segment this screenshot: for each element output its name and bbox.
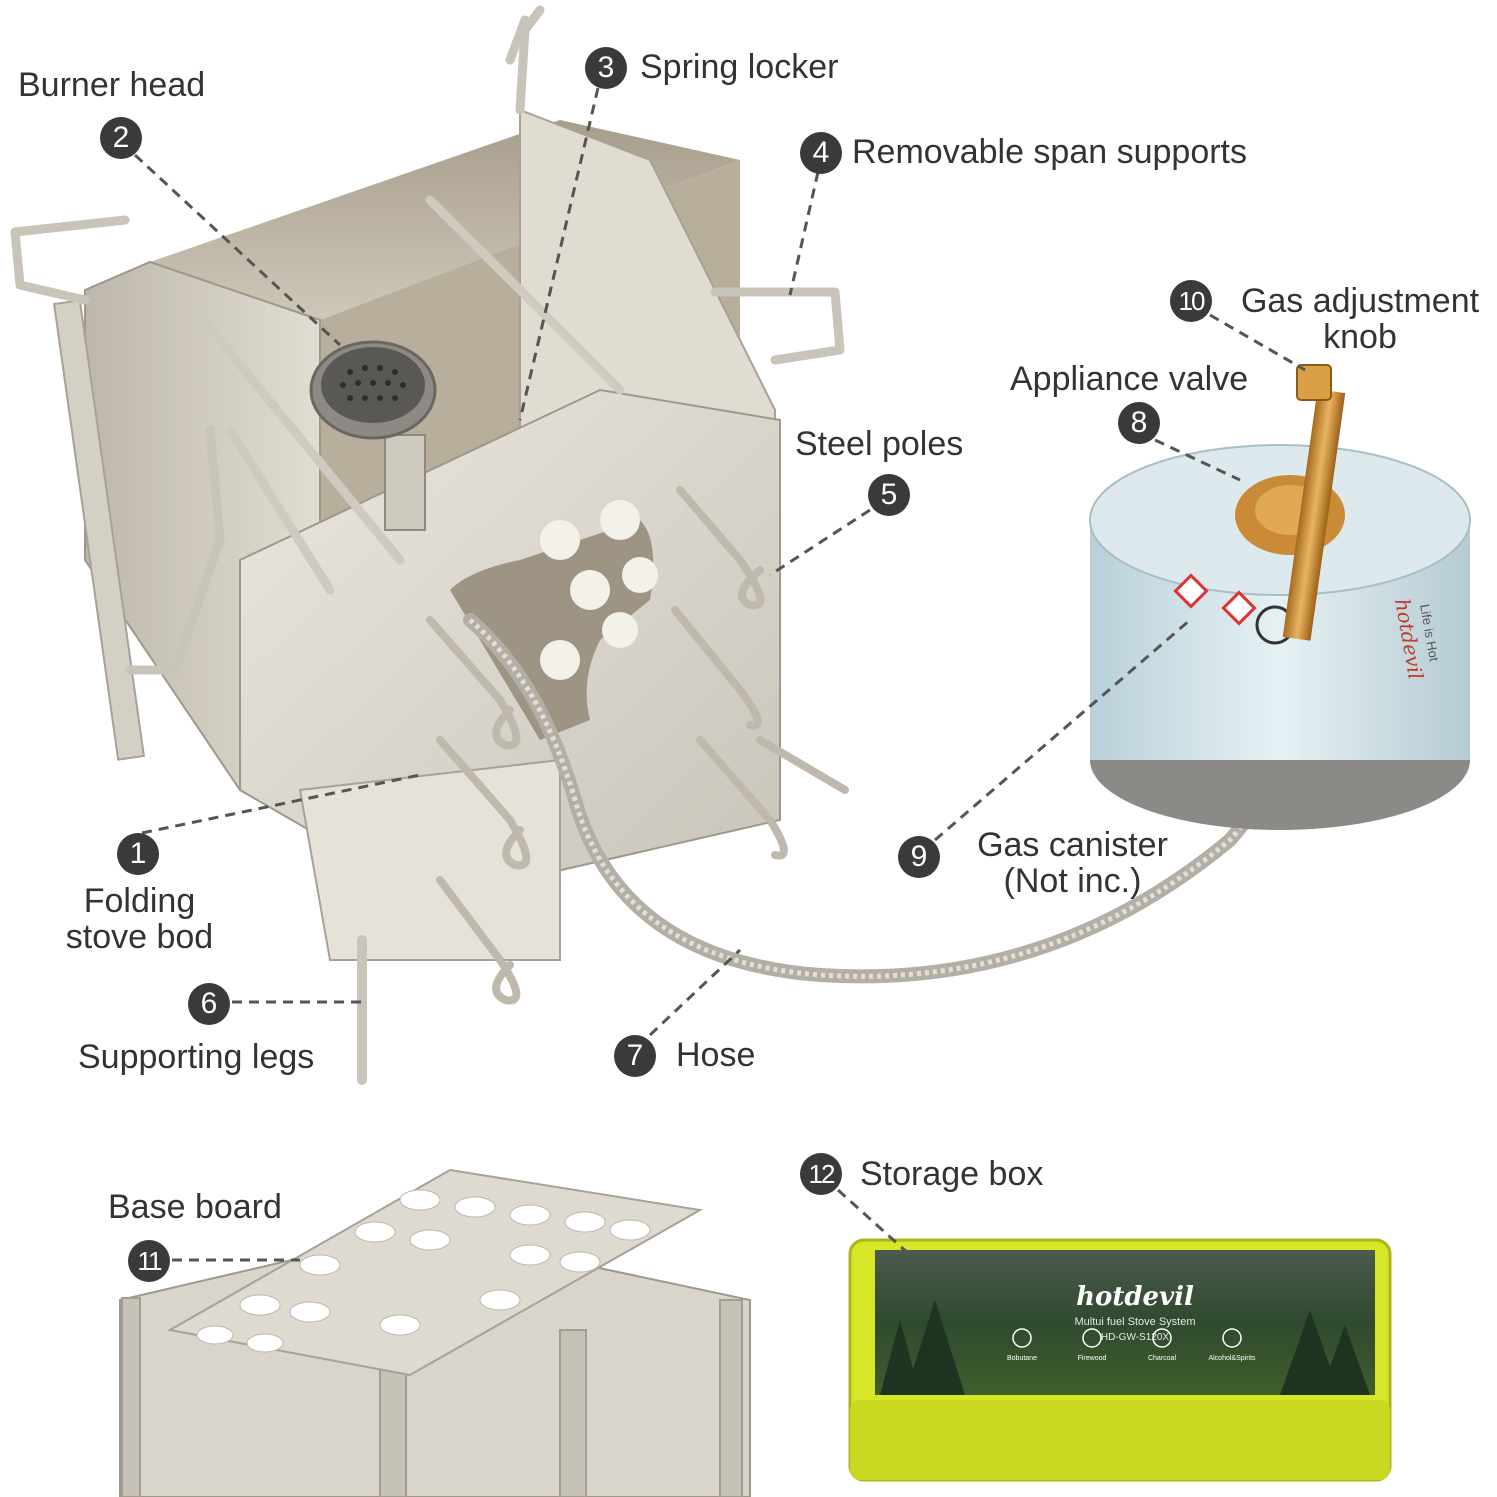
part-7-badge: 7 [614, 1035, 656, 1077]
part-2-label: Burner head [18, 66, 206, 104]
burner-head [309, 340, 437, 531]
part-4-label: Removable span supports [852, 133, 1248, 171]
part-3-badge: 3 [585, 47, 627, 89]
part-8-badge: 8 [1118, 402, 1160, 444]
part-10-badge: 10 [1170, 280, 1212, 322]
part-12-badge: 12 [800, 1153, 842, 1195]
part-9-badge: 9 [898, 836, 940, 878]
leader-lines [133, 87, 1306, 1262]
part-9-label: Gas canister (Not inc.) [955, 827, 1190, 899]
part-11-badge: 11 [128, 1240, 170, 1282]
part-1-label-text: Folding stove bod [65, 882, 214, 956]
folding-stove-body [10, 5, 849, 1085]
box-subtitle: Multui fuel Stove System [1074, 1316, 1195, 1328]
base-board-assembly [119, 1168, 751, 1497]
part-3-label: Spring locker [640, 48, 839, 86]
part-12-label: Storage box [860, 1155, 1044, 1193]
appliance-valve [1282, 364, 1346, 641]
box-model: HD-GW-S120X [1101, 1332, 1169, 1343]
part-11-label: Base board [108, 1188, 282, 1226]
part-8-label: Appliance valve [1010, 360, 1249, 398]
part-6-badge: 6 [188, 983, 230, 1025]
part-5-label: Steel poles [795, 425, 964, 463]
part-6-label: Supporting legs [78, 1038, 315, 1076]
part-2-badge: 2 [100, 117, 142, 159]
part-4-badge: 4 [800, 132, 842, 174]
part-10-label-text: Gas adjustment knob [1240, 282, 1480, 356]
part-5-badge: 5 [868, 474, 910, 516]
part-1-badge: 1 [117, 833, 159, 875]
box-brand: hotdevil [1076, 1282, 1194, 1312]
box-fuel-1: Bobutane [1007, 1355, 1037, 1362]
part-9-label-text: Gas canister (Not inc.) [977, 826, 1168, 900]
storage-box: hotdevil Multui fuel Stove System HD-GW-… [848, 1238, 1392, 1482]
part-7-label: Hose [676, 1036, 756, 1074]
gas-canister: hotdevil Life is Hot [1089, 444, 1471, 830]
box-fuel-3: Charcoal [1148, 1355, 1176, 1362]
part-1-label: Folding stove bod [52, 883, 227, 955]
box-fuel-4: Alcohol&Spirits [1208, 1355, 1256, 1362]
box-fuel-2: Firewood [1078, 1355, 1107, 1362]
part-10-label: Gas adjustment knob [1230, 283, 1490, 355]
